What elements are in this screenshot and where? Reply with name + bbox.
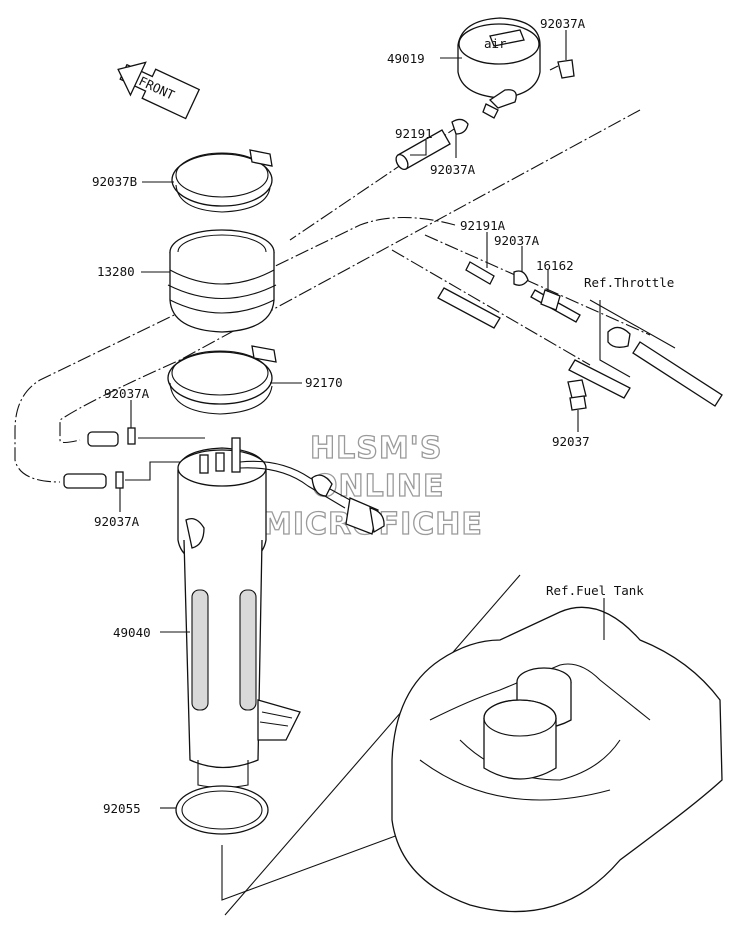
label-92037B: 92037B [92, 174, 137, 189]
label-92037: 92037 [552, 434, 590, 449]
watermark: HLSM'S ONLINE MICROFICHE [261, 430, 482, 542]
leader-lines [119, 30, 605, 809]
hose-left-lower [63, 471, 124, 489]
hose-92191 [395, 129, 451, 171]
hose-92191A [465, 261, 495, 285]
hose-long-2 [568, 359, 631, 399]
watermark-line1: HLSM'S [310, 431, 442, 466]
label-92170: 92170 [305, 375, 343, 390]
clip-92037A-mid [451, 118, 469, 135]
watermark-line2: ONLINE [312, 469, 445, 504]
label-92191A: 92191A [460, 218, 506, 233]
label-92037A-left1: 92037A [104, 386, 150, 401]
cap-text: air [484, 36, 507, 51]
part-49040-pump [177, 437, 385, 789]
label-92037A-left2: 92037A [94, 514, 140, 529]
boot-13280 [167, 229, 277, 333]
clamp-92170 [167, 345, 277, 415]
label-92055: 92055 [103, 801, 141, 816]
clip-92037A-right [513, 270, 529, 286]
label-92191: 92191 [395, 126, 433, 141]
label-ref-fuel-tank: Ref.Fuel Tank [546, 583, 644, 598]
label-ref-throttle: Ref.Throttle [584, 275, 674, 290]
label-49040: 49040 [113, 625, 151, 640]
part-49019-filter: air [457, 17, 541, 119]
fitting-16162 [530, 289, 581, 323]
label-49019: 49019 [387, 51, 425, 66]
label-92037A-right: 92037A [494, 233, 540, 248]
label-13280: 13280 [97, 264, 135, 279]
fuel-tank [391, 606, 723, 913]
clip-92037 [567, 379, 587, 411]
label-16162: 16162 [536, 258, 574, 273]
clip-92037A-top [549, 59, 575, 79]
oring-92055 [175, 785, 269, 835]
label-92037A-top: 92037A [540, 16, 586, 31]
hose-throttle [607, 326, 723, 407]
hose-left-upper [87, 427, 136, 447]
clamp-92037B [171, 149, 273, 213]
hose-long-1 [437, 287, 501, 329]
label-92037A-mid: 92037A [430, 162, 476, 177]
front-arrow-icon: FRONT [117, 61, 201, 120]
